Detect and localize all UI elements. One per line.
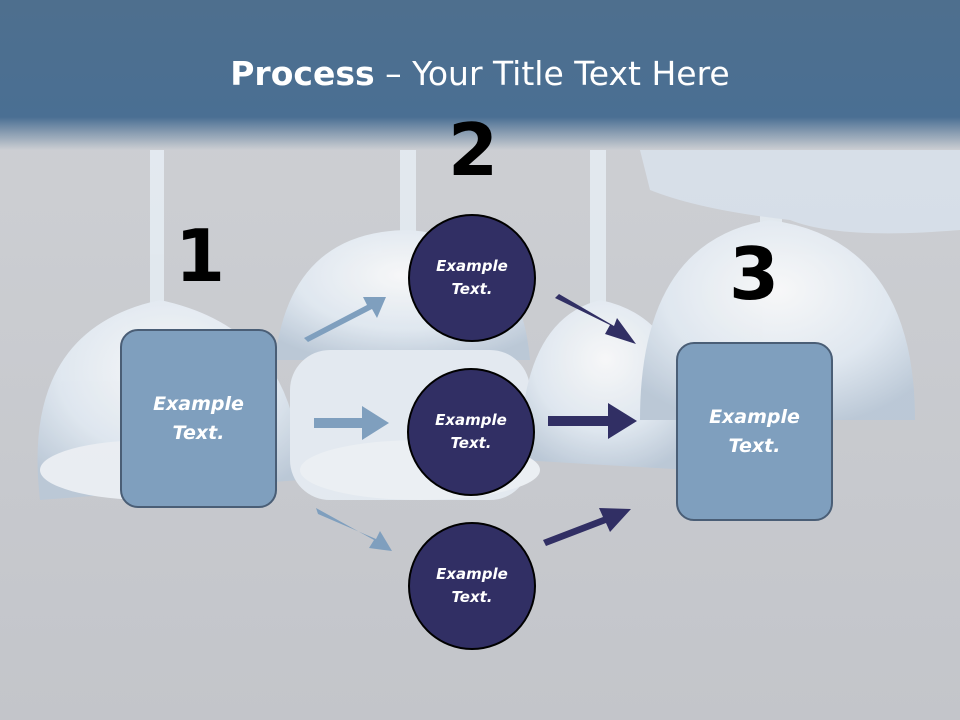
title-bold: Process [230,54,375,93]
left-text-box[interactable]: Example Text. [120,329,277,508]
arrow-to-circle-middle [314,406,389,440]
step-number-3: 3 [728,232,780,316]
arrow-from-circle-top [555,294,636,344]
right-text-box[interactable]: Example Text. [676,342,833,521]
left-box-text: Example Text. [153,392,244,444]
circle-bottom[interactable]: Example Text. [408,522,536,650]
arrow-from-circle-bottom [543,508,631,546]
title-rest: – Your Title Text Here [374,54,730,93]
step-number-1: 1 [174,214,226,298]
step-number-2: 2 [447,108,499,192]
slide-title: Process – Your Title Text Here [0,52,960,96]
circle-middle[interactable]: Example Text. [407,368,535,496]
circle-top[interactable]: Example Text. [408,214,536,342]
right-box-text: Example Text. [709,405,800,457]
circle-middle-text: Example Text. [435,411,507,452]
arrow-from-circle-middle [548,403,637,439]
arrow-to-circle-bottom [316,508,392,551]
circle-bottom-text: Example Text. [436,565,508,606]
arrow-to-circle-top [304,297,386,342]
circle-top-text: Example Text. [436,257,508,298]
